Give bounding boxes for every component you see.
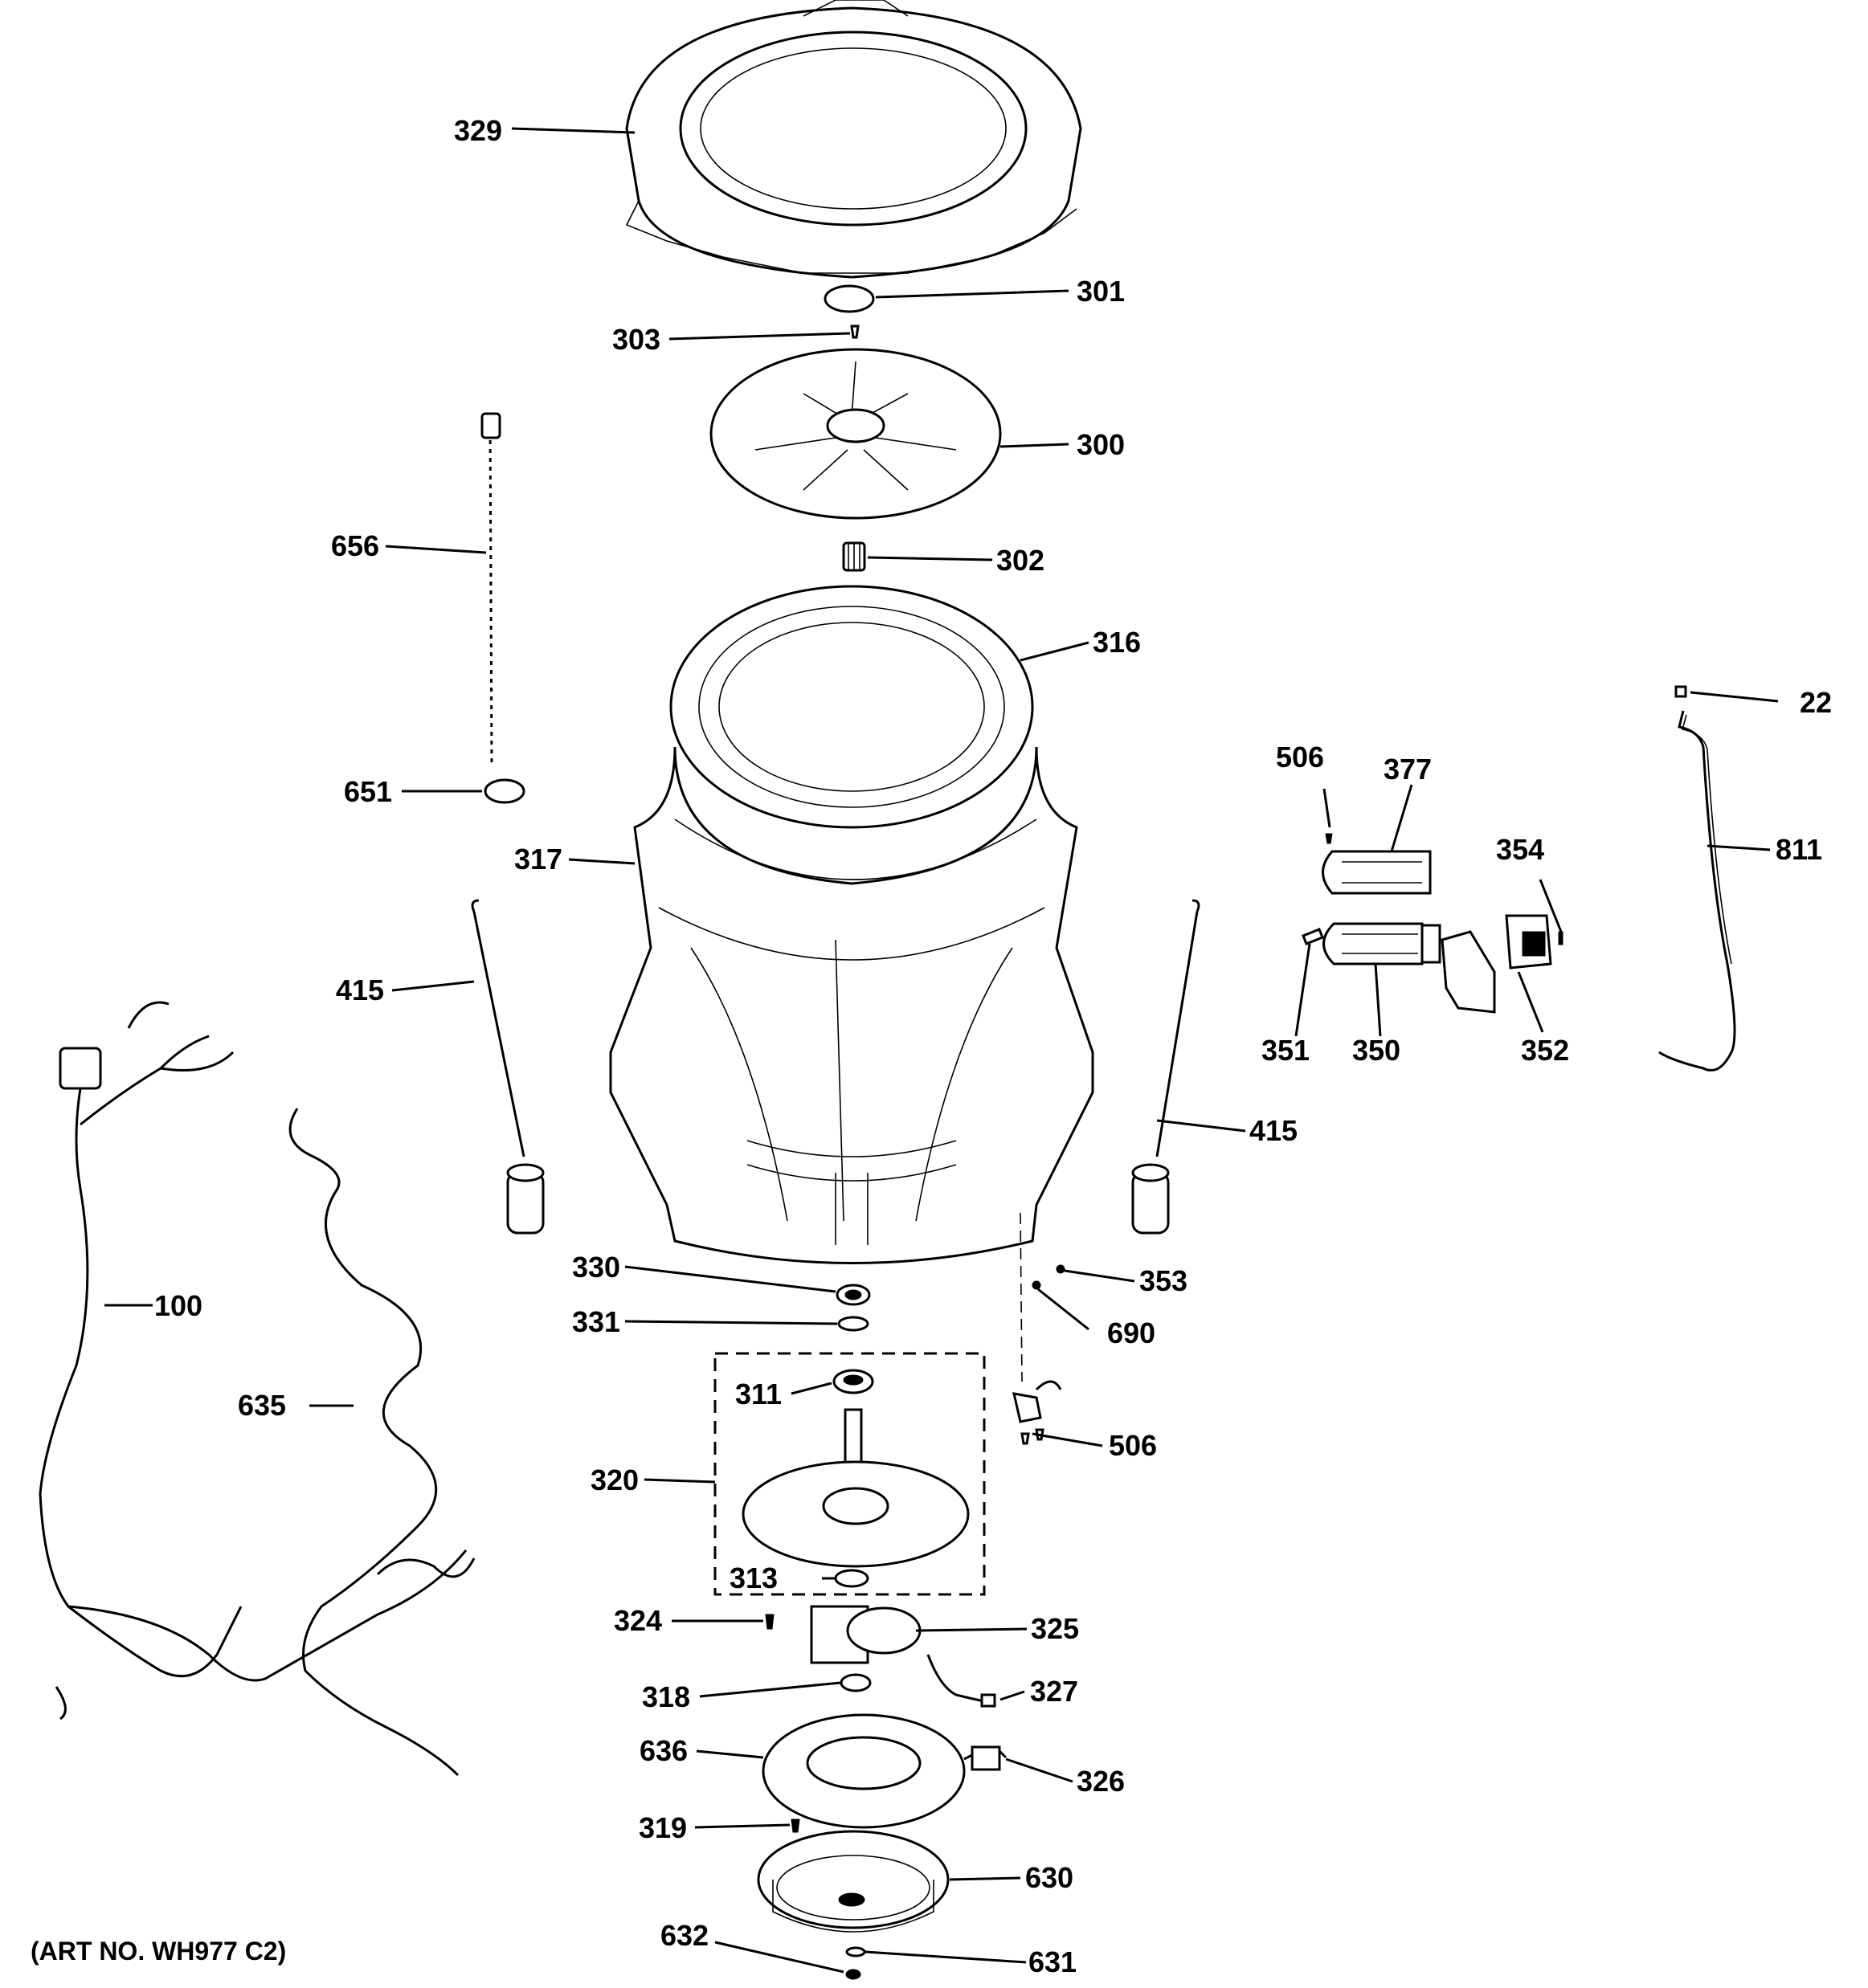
part-636-stator [762,1713,966,1829]
callout-415-right: 415 [1249,1114,1298,1147]
callout-351: 351 [1261,1034,1310,1067]
callout-302: 302 [996,544,1044,577]
callout-330: 330 [572,1251,620,1284]
callout-311: 311 [735,1378,782,1410]
callout-690: 690 [1107,1316,1155,1349]
part-632-nut [845,1969,861,1980]
part-415-suspension-rod-right [1131,899,1200,1235]
callout-635: 635 [238,1389,286,1422]
callout-100: 100 [154,1289,202,1322]
callout-318: 318 [642,1680,690,1713]
part-22-fitting [1674,685,1687,698]
part-811-tube [1658,710,1736,1072]
part-506-screw [1325,833,1333,844]
leader-lines [104,127,1779,1974]
callout-labels: 329 301 303 300 656 302 316 651 317 22 5… [154,114,1832,1978]
assembly-guide-line [1020,1212,1023,1382]
callout-631: 631 [1028,1945,1077,1978]
part-352-heater-shield [1441,914,1552,1014]
callout-319: 319 [639,1811,687,1844]
callout-316: 316 [1093,626,1141,659]
part-302-spline-nut [842,541,866,572]
part-303-screw [850,325,860,339]
part-651-hose-clamp [484,778,525,804]
callout-630: 630 [1025,1861,1073,1894]
part-354-clip [1558,931,1563,945]
part-630-rotor [757,1830,950,1933]
part-319-bolt [791,1819,800,1833]
part-324-bolt [765,1614,775,1630]
callout-331: 331 [572,1305,620,1338]
callout-300: 300 [1077,428,1125,461]
part-353-small-part [1056,1264,1065,1274]
callout-506-heater: 506 [1276,741,1324,774]
callout-303: 303 [612,323,660,356]
part-631-washer [845,1946,866,1957]
callout-313: 313 [730,1561,778,1594]
part-320-mounting-plate [742,1408,970,1568]
callout-317: 317 [514,843,562,876]
callout-354: 354 [1496,833,1544,866]
part-100-wire-harness [39,1001,468,1721]
callout-326: 326 [1077,1765,1125,1798]
part-330-nut [836,1284,871,1306]
part-320-drive-group-box [713,1352,986,1596]
part-327-sensor [926,1654,996,1708]
callout-327: 327 [1030,1675,1078,1708]
part-415-suspension-rod-left [471,899,545,1235]
part-506-bracket-screws [1012,1380,1062,1445]
callout-811: 811 [1776,833,1822,866]
art-number: (ART NO. WH977 C2) [31,1937,286,1966]
callout-301: 301 [1077,275,1125,308]
part-656-hose [480,412,501,764]
part-325-shifter-module [810,1605,922,1664]
part-635-wire-harness [288,1108,476,1777]
callout-636: 636 [640,1734,688,1767]
callout-506-bracket: 506 [1109,1429,1157,1462]
callout-632: 632 [660,1919,709,1952]
callout-352: 352 [1521,1034,1569,1067]
callout-656: 656 [331,529,379,562]
callout-415-left: 415 [336,974,384,1006]
part-317-outer-tub [609,746,1094,1264]
part-690-small-part [1032,1280,1041,1290]
callout-329: 329 [454,114,502,147]
callout-350: 350 [1352,1034,1400,1067]
part-350-heater [1322,922,1441,965]
part-318-ring [840,1673,872,1692]
part-301-cap [824,284,875,313]
callout-22: 22 [1800,686,1832,719]
callout-651: 651 [344,775,392,808]
part-311-bearing [832,1369,874,1394]
part-313-seal [834,1569,869,1588]
part-331-washer [837,1316,869,1332]
part-300-impeller [709,348,1002,520]
callout-324: 324 [614,1604,662,1637]
part-377-heater-bracket [1322,850,1432,895]
part-326-hall-sensor [963,1745,1008,1771]
part-351-sensor [1302,928,1324,945]
part-316-wash-basket [669,585,1034,829]
callout-325: 325 [1031,1612,1079,1645]
callout-320: 320 [591,1463,639,1496]
callout-353: 353 [1139,1264,1187,1297]
part-329-tub-cover [625,0,1082,279]
callout-377: 377 [1384,753,1432,786]
